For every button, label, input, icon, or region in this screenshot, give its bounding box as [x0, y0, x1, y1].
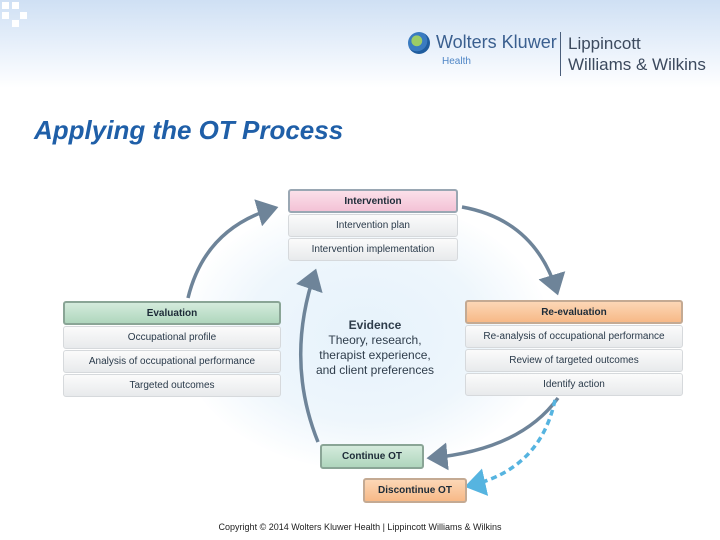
reevaluation-header: Re-evaluation [465, 300, 683, 324]
targeted-outcomes: Targeted outcomes [63, 374, 281, 397]
evidence-center: Evidence Theory, research, therapist exp… [300, 318, 450, 378]
brand-name: Wolters Kluwer [436, 32, 557, 52]
copyright-footer: Copyright © 2014 Wolters Kluwer Health |… [218, 522, 502, 532]
analysis-occupational-performance: Analysis of occupational performance [63, 350, 281, 373]
discontinue-ot-box: Discontinue OT [363, 478, 467, 503]
arrow-reevaluation-to-continue [426, 396, 560, 471]
evidence-line: therapist experience, [319, 348, 431, 362]
globe-icon [408, 32, 430, 54]
corner-squares-decoration [0, 0, 30, 30]
evaluation-header: Evaluation [63, 301, 281, 325]
identify-action: Identify action [465, 373, 683, 396]
page-title: Applying the OT Process [34, 115, 344, 145]
intervention-implementation: Intervention implementation [288, 238, 458, 261]
publisher-line1: Lippincott [568, 34, 641, 53]
evidence-line: and client preferences [315, 363, 435, 377]
brand-sub: Health [442, 56, 471, 67]
arrow-intervention-to-reevaluation [461, 205, 566, 296]
intervention-header: Intervention [288, 189, 458, 213]
intervention-plan: Intervention plan [288, 214, 458, 237]
header-banner: Wolters Kluwer Health Lippincott William… [0, 0, 720, 88]
evidence-line: Theory, research, [328, 333, 422, 347]
occupational-profile: Occupational profile [63, 326, 281, 349]
arrow-continue-to-intervention [296, 268, 323, 443]
reanalysis-occupational-performance: Re-analysis of occupational performance [465, 325, 683, 348]
arrow-evaluation-to-intervention [186, 199, 279, 299]
evidence-title: Evidence [348, 318, 402, 332]
publisher-line2: Williams & Wilkins [568, 55, 706, 74]
continue-ot-box: Continue OT [320, 444, 424, 469]
arrow-reevaluation-to-discontinue [464, 399, 557, 496]
logo-divider [560, 32, 561, 76]
review-targeted-outcomes: Review of targeted outcomes [465, 349, 683, 372]
